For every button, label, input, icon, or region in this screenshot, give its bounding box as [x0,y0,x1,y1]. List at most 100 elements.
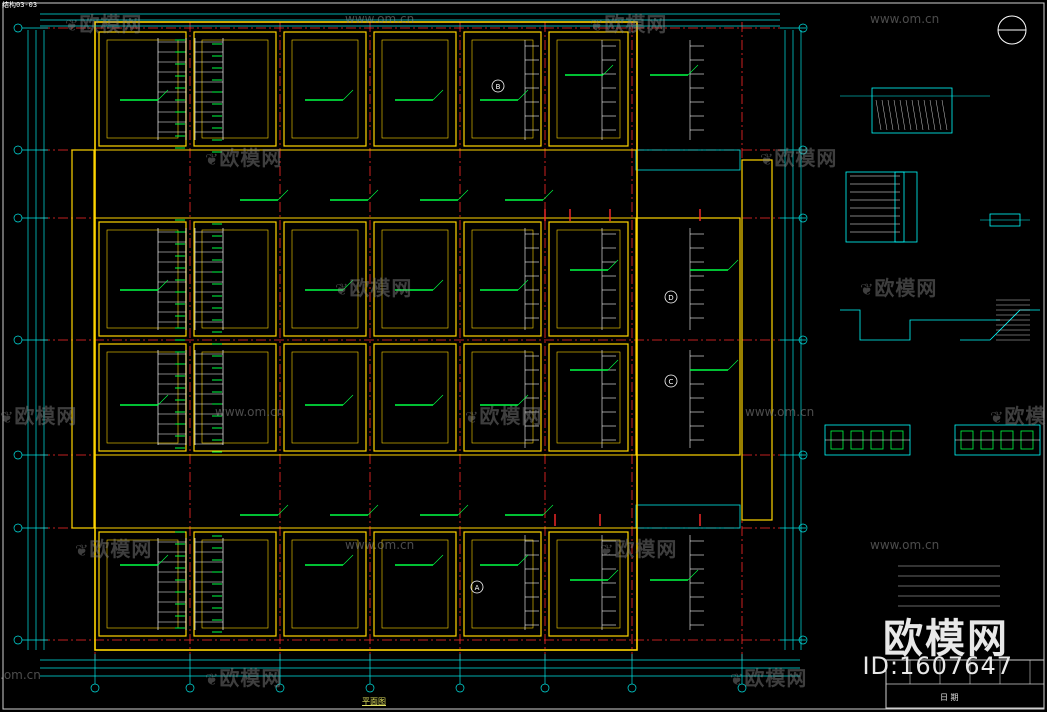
hatch-line [881,99,888,131]
annotation-leader [157,554,169,566]
annotation-leader [157,394,169,406]
room-inner-outline [106,39,179,139]
axis-label-bubble [664,374,678,388]
room-inner-outline [381,351,449,444]
annotation-leader [457,189,469,201]
annotation-leader [607,259,619,271]
room-outline [283,343,367,452]
plan-caption: 平面图 [362,697,386,706]
annotation-leader [517,554,529,566]
annotation-leader [517,394,529,406]
room-inner-outline [471,351,534,444]
hatch-line [893,99,900,131]
room-inner-outline [291,351,359,444]
room-outline [373,343,457,452]
annotation-leader [542,504,554,516]
annotation-leader [157,279,169,291]
room-outline [463,31,542,147]
room-inner-outline [201,39,269,139]
annotation-leader [432,279,444,291]
room-inner-outline [201,539,269,629]
annex-band [635,504,741,529]
corridor-band [94,454,638,529]
annex-band [635,149,741,171]
corridor-band [94,149,638,219]
annotation-leader [342,89,354,101]
room-inner-outline [291,229,359,329]
axis-bubble [13,213,23,223]
annotation-leader [277,189,289,201]
axis-label-bubble [470,580,484,594]
annotation-leader [342,394,354,406]
room-inner-outline [201,351,269,444]
left-stair-wall [71,149,95,529]
room-inner-outline [471,539,534,629]
axis-bubble [13,635,23,645]
annotation-leader [367,189,379,201]
axis-label-letter: A [475,584,480,592]
axis-bubble [13,523,23,533]
room-inner-outline [556,39,621,139]
right-stair-wall [741,159,773,521]
detail-step [840,309,1000,341]
annotation-leader [517,279,529,291]
axis-bubble [540,683,550,693]
axis-label-letter: D [668,294,673,302]
room-outline [463,343,542,452]
hatch-line [899,99,906,131]
room-inner-outline [381,229,449,329]
room-outline [193,221,277,337]
room-outline [98,531,187,637]
axis-bubble [13,145,23,155]
annotation-leader [607,569,619,581]
axis-bubble [627,683,637,693]
annex-outline [635,217,741,456]
room-outline [548,343,629,452]
room-inner-outline [381,39,449,139]
hatch-line [917,99,924,131]
room-outline [98,221,187,337]
annotation-leader [607,359,619,371]
hatch-line [905,99,912,131]
axis-label-letter: C [669,378,674,386]
room-inner-outline [381,539,449,629]
room-outline [373,221,457,337]
room-inner-outline [106,351,179,444]
room-inner-outline [556,351,621,444]
axis-bubble [737,683,747,693]
room-inner-outline [106,539,179,629]
detail-column [845,171,905,243]
hatch-line [929,99,936,131]
room-inner-outline [201,229,269,329]
detail-section-1 [871,87,953,134]
axis-bubble [798,450,808,460]
room-outline [373,31,457,147]
room-inner-outline [106,229,179,329]
room-inner-outline [556,229,621,329]
axis-bubble [798,23,808,33]
axis-bubble [13,335,23,345]
hatch-line [941,99,948,131]
axis-label-letter: B [496,83,501,91]
room-outline [193,343,277,452]
annotation-leader [157,89,169,101]
annotation-leader [542,189,554,201]
annotation-leader [342,279,354,291]
annotation-leader [342,554,354,566]
room-outline [548,221,629,337]
axis-bubble [13,23,23,33]
annotation-leader [432,554,444,566]
hatch-line [911,99,918,131]
axis-bubble [365,683,375,693]
axis-bubble [798,335,808,345]
axis-bubble [13,450,23,460]
annotation-leader [367,504,379,516]
axis-label-bubble [491,79,505,93]
axis-label-bubble [664,290,678,304]
annotation-leader [727,259,739,271]
hatch-line [923,99,930,131]
room-outline [193,31,277,147]
room-outline [283,221,367,337]
